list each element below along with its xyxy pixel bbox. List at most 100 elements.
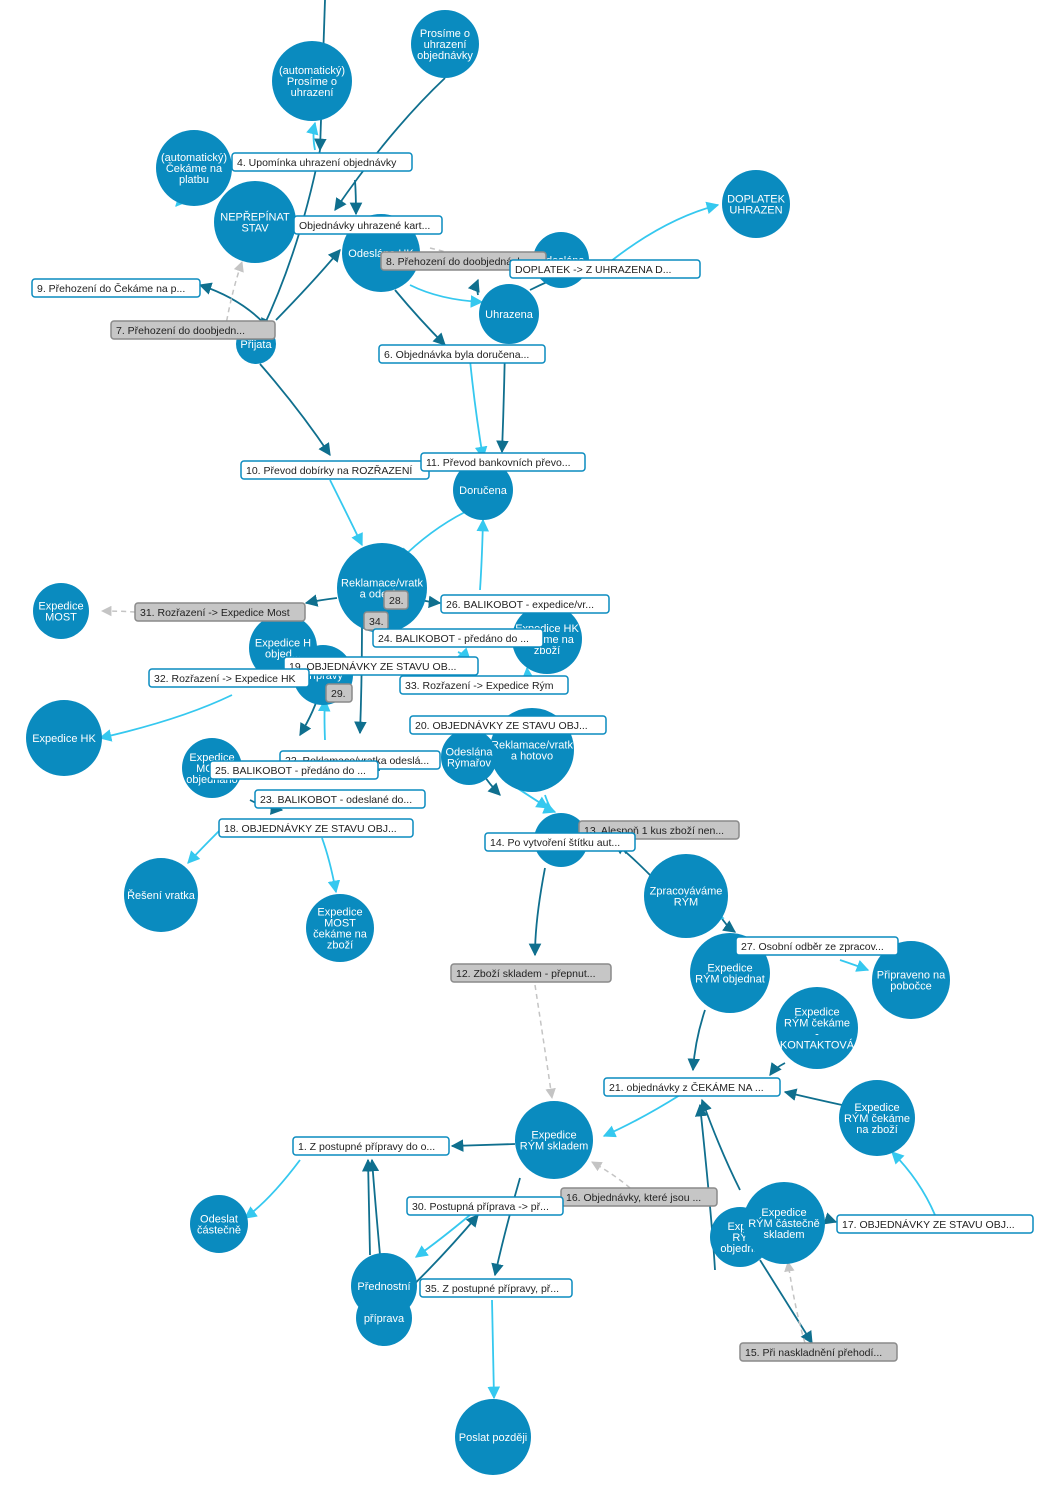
rule-label-box[interactable] — [735, 936, 899, 956]
rule-label-r17[interactable]: 17. OBJEDNÁVKY ZE STAVU OBJ... — [836, 1214, 1034, 1234]
rule-label-box[interactable] — [420, 452, 586, 472]
state-node-circle[interactable] — [356, 1290, 412, 1346]
rule-label-box[interactable] — [148, 668, 310, 688]
rule-label-r15[interactable]: 15. Při naskladnění přehodí... — [739, 1342, 898, 1362]
state-node-circle[interactable] — [515, 1101, 593, 1179]
rule-label-r34[interactable]: 34. — [363, 611, 389, 631]
rule-label-box[interactable] — [231, 152, 413, 172]
state-node-circle[interactable] — [337, 543, 427, 633]
rule-label-r19[interactable]: 19. OBJEDNÁVKY ZE STAVU OB... — [283, 656, 479, 676]
state-node-circle[interactable] — [512, 604, 582, 674]
state-node-pripravu-priprava[interactable]: příprava — [356, 1290, 412, 1346]
state-node-circle[interactable] — [441, 729, 497, 785]
rule-label-r28[interactable]: 28. — [383, 590, 409, 610]
rule-label-r4[interactable]: 4. Upomínka uhrazení objednávky — [231, 152, 413, 172]
state-node-circle[interactable] — [872, 941, 950, 1019]
state-node-circle[interactable] — [722, 170, 790, 238]
state-node-circle[interactable] — [156, 130, 232, 206]
rule-label-r18[interactable]: 18. OBJEDNÁVKY ZE STAVU OBJ... — [218, 818, 414, 838]
state-node-circle[interactable] — [479, 284, 539, 344]
state-node-expedice-hk[interactable]: Expedice HK — [26, 700, 102, 776]
rule-label-r-kart[interactable]: Objednávky uhrazené kart... — [293, 215, 443, 235]
rule-label-r10[interactable]: 10. Převod dobírky na ROZŘAZENÍ — [240, 460, 430, 480]
rule-label-box[interactable] — [383, 590, 409, 610]
rule-label-r23[interactable]: 23. BALIKOBOT - odeslané do... — [254, 789, 426, 809]
rule-label-r7[interactable]: 7. Přehození do doobjedn... — [110, 320, 276, 340]
rule-label-box[interactable] — [209, 760, 379, 780]
rule-label-r-doplatek[interactable]: DOPLATEK -> Z UHRAZENA D... — [509, 259, 701, 279]
rule-label-r24[interactable]: 24. BALIKOBOT - předáno do ... — [372, 628, 544, 648]
rule-label-r20[interactable]: 20. OBJEDNÁVKY ZE STAVU OBJ... — [409, 715, 607, 735]
rule-label-box[interactable] — [484, 832, 636, 852]
state-node-circle[interactable] — [743, 1182, 825, 1264]
state-node-dorucena[interactable]: Doručena — [453, 460, 513, 520]
rule-label-r9[interactable]: 9. Přehození do Čekáme na p... — [31, 278, 201, 298]
state-node-circle[interactable] — [455, 1399, 531, 1475]
state-node-reklamace-odeslana[interactable]: Reklamace/vratka odesl... — [337, 543, 427, 633]
rule-label-box[interactable] — [31, 278, 201, 298]
state-node-circle[interactable] — [411, 10, 479, 78]
state-node-circle[interactable] — [26, 700, 102, 776]
rule-label-box[interactable] — [406, 1196, 564, 1216]
state-node-circle[interactable] — [839, 1080, 915, 1156]
state-node-circle[interactable] — [644, 854, 728, 938]
state-node-circle[interactable] — [214, 181, 296, 263]
rule-label-r11[interactable]: 11. Převod bankovních převo... — [420, 452, 586, 472]
state-node-circle[interactable] — [306, 894, 374, 962]
rule-label-box[interactable] — [254, 789, 426, 809]
rule-label-box[interactable] — [603, 1077, 781, 1097]
rule-label-r25[interactable]: 25. BALIKOBOT - předáno do ... — [209, 760, 379, 780]
state-node-circle[interactable] — [453, 460, 513, 520]
rule-label-box[interactable] — [283, 656, 479, 676]
state-node-uhrazena[interactable]: Uhrazena — [479, 284, 539, 344]
rule-label-box[interactable] — [409, 715, 607, 735]
rule-label-r27[interactable]: 27. Osobní odběr ze zpracov... — [735, 936, 899, 956]
rule-label-box[interactable] — [292, 1136, 450, 1156]
rule-label-r26[interactable]: 26. BALIKOBOT - expedice/vr... — [440, 594, 610, 614]
rule-label-box[interactable] — [378, 344, 546, 364]
rule-label-box[interactable] — [399, 675, 569, 695]
rule-label-box[interactable] — [739, 1342, 898, 1362]
rule-label-box[interactable] — [110, 320, 276, 340]
rule-label-r33[interactable]: 33. Rozřazení -> Expedice Rým — [399, 675, 569, 695]
rule-label-box[interactable] — [325, 683, 353, 703]
state-node-circle[interactable] — [124, 858, 198, 932]
rule-label-r8[interactable]: 8. Přehození do doobjednávk... — [380, 251, 547, 271]
rule-label-r1[interactable]: 1. Z postupné přípravy do o... — [292, 1136, 450, 1156]
rule-label-r21[interactable]: 21. objednávky z ČEKÁME NA ... — [603, 1077, 781, 1097]
state-node-poslat-pozdeji[interactable]: Poslat později — [455, 1399, 531, 1475]
rule-label-box[interactable] — [218, 818, 414, 838]
rule-label-r16[interactable]: 16. Objednávky, které jsou ... — [560, 1187, 718, 1207]
rule-label-box[interactable] — [509, 259, 701, 279]
rule-label-r14[interactable]: 14. Po vytvoření štítku aut... — [484, 832, 636, 852]
rule-label-box[interactable] — [440, 594, 610, 614]
rule-label-box[interactable] — [134, 602, 306, 622]
rule-label-r32[interactable]: 32. Rozřazení -> Expedice HK — [148, 668, 310, 688]
rule-label-r30[interactable]: 30. Postupná příprava -> př... — [406, 1196, 564, 1216]
rule-label-r35[interactable]: 35. Z postupné přípravy, př... — [419, 1278, 573, 1298]
rule-label-box[interactable] — [450, 963, 612, 983]
state-node-circle[interactable] — [272, 41, 352, 121]
rule-label-box[interactable] — [293, 215, 443, 235]
state-node-circle[interactable] — [190, 1195, 248, 1253]
rule-label-r29[interactable]: 29. — [325, 683, 353, 703]
state-node-reseni-vratka[interactable]: Řešení vratka — [124, 858, 198, 932]
rule-label-r12[interactable]: 12. Zboží skladem - přepnut... — [450, 963, 612, 983]
rule-label-r31[interactable]: 31. Rozřazení -> Expedice Most — [134, 602, 306, 622]
state-node-circle[interactable] — [33, 583, 89, 639]
